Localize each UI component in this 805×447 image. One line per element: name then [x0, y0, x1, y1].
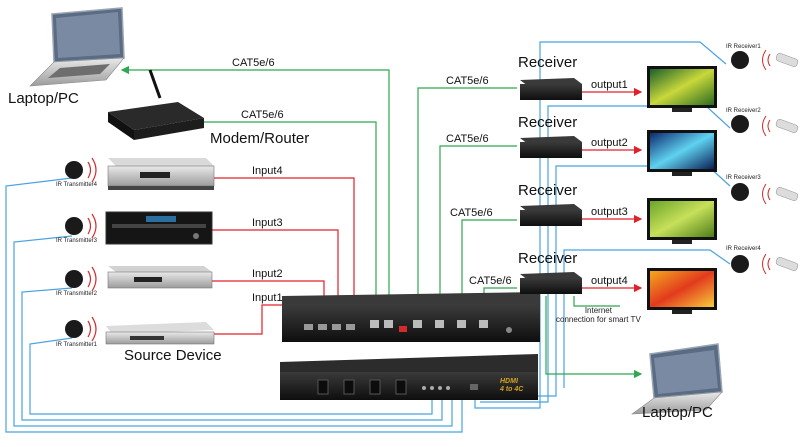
laptop-top-label: Laptop/PC	[8, 90, 79, 107]
output-3-label: output3	[591, 206, 628, 218]
receiver-icons	[520, 78, 582, 294]
ir-receiver-2-label: IR Receiver2	[726, 108, 761, 114]
source-device-4-icon	[107, 158, 215, 190]
output-cables	[577, 87, 643, 293]
cat-receiver-1-label: CAT5e/6	[446, 75, 489, 87]
laptop-bottom-icon	[631, 343, 723, 415]
ir-receiver-1-label: IR Receiver1	[726, 44, 761, 50]
cat-cables	[120, 65, 643, 379]
internet-connection-label: Internet connection for smart TV	[556, 306, 641, 324]
laptop-top-icon	[29, 7, 125, 87]
input-3-label: Input3	[252, 217, 283, 229]
laptop-bottom-label: Laptop/PC	[642, 404, 713, 421]
input-1-label: Input1	[252, 292, 283, 304]
output-2-label: output2	[591, 137, 628, 149]
matrix-front-panel	[280, 354, 538, 400]
input-4-label: Input4	[252, 165, 283, 177]
remote-control-icons	[775, 53, 799, 271]
ir-transmitter-2-label: IR Transmitter2	[56, 291, 98, 297]
matrix-rear-panel	[282, 292, 540, 342]
source-device-3-icon	[105, 211, 213, 245]
remote-signal-icons	[762, 49, 771, 275]
receiver-3-label: Receiver	[518, 182, 578, 199]
receiver-2-label: Receiver	[518, 114, 578, 131]
input-2-label: Input2	[252, 268, 283, 280]
modem-router-label: Modem/Router	[210, 130, 310, 147]
source-device-label: Source Device	[124, 347, 222, 364]
ir-transmitter-1-label: IR Transmitter1	[56, 342, 98, 348]
ir-receiver-4-label: IR Receiver4	[726, 246, 761, 252]
ir-receiver-3-label: IR Receiver3	[726, 175, 761, 181]
cat-receiver-4-label: CAT5e/6	[469, 275, 512, 287]
receiver-1-label: Receiver	[518, 54, 578, 71]
hdmi-badge: HDMI 4 to 4C	[500, 378, 524, 393]
ir-transmitter-3-label: IR Transmitter3	[56, 238, 98, 244]
receiver-4-label: Receiver	[518, 250, 578, 267]
cat-receiver-2-label: CAT5e/6	[446, 133, 489, 145]
ir-transmitter-icons	[65, 161, 83, 338]
output-4-label: output4	[591, 275, 628, 287]
cat-laptop-label: CAT5e/6	[232, 57, 275, 69]
source-device-1-icon	[105, 322, 215, 345]
ir-receiver-icons	[731, 51, 749, 273]
source-device-2-icon	[107, 266, 213, 289]
output-1-label: output1	[591, 79, 628, 91]
tv-icons	[647, 66, 717, 314]
ir-signal-icons	[87, 157, 97, 342]
cat-modem-label: CAT5e/6	[241, 109, 284, 121]
cat-receiver-3-label: CAT5e/6	[450, 207, 493, 219]
ir-transmitter-4-label: IR Transmitter4	[56, 182, 98, 188]
modem-router-icon	[108, 69, 204, 140]
